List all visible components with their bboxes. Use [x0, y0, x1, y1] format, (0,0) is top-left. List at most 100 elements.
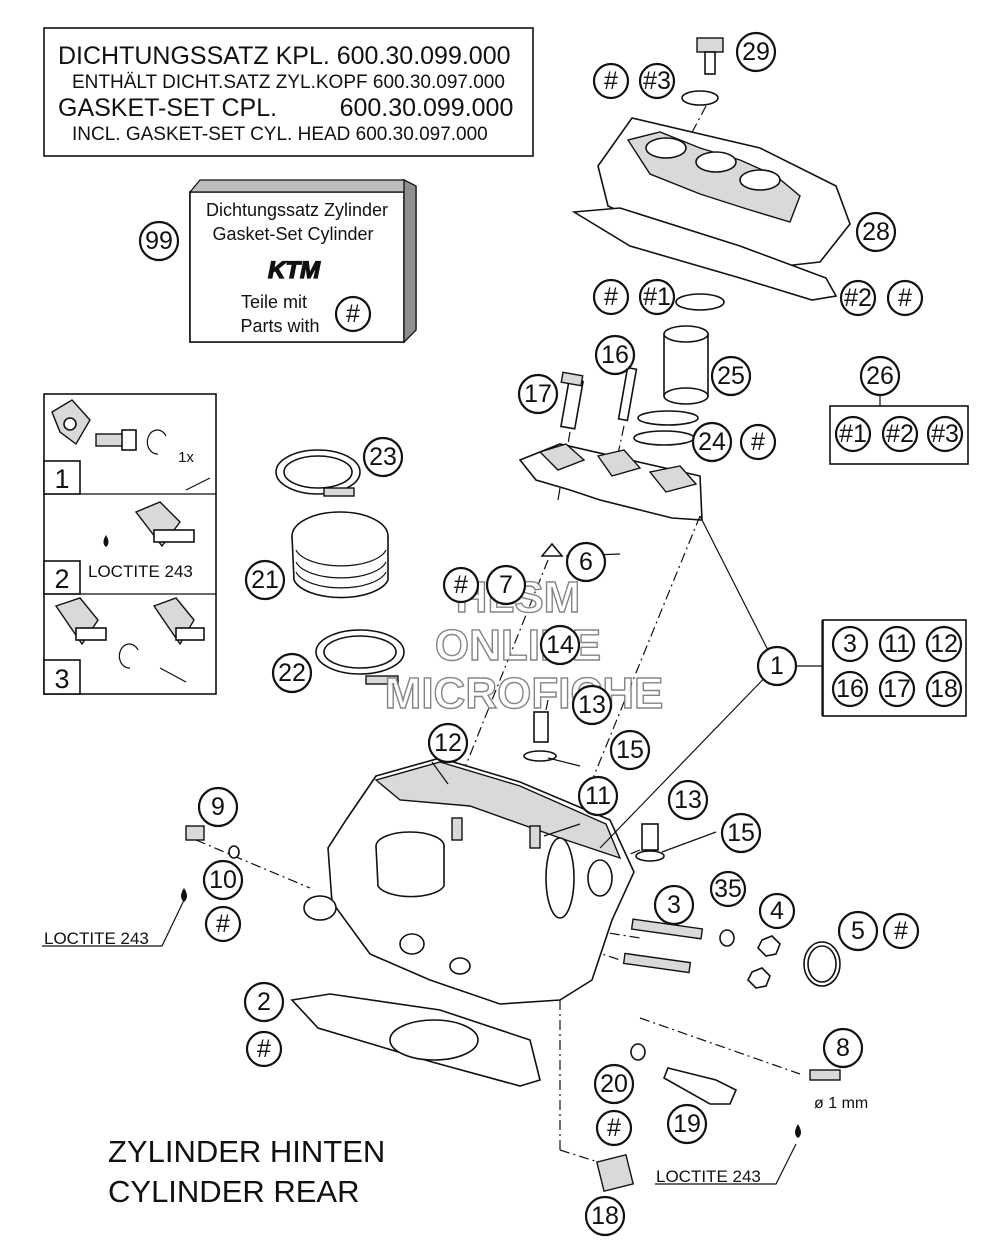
- callout-label: 9: [211, 793, 225, 821]
- step-3-arrow-icon: [159, 667, 187, 683]
- callout-20-hash: #: [595, 1109, 633, 1147]
- callout-label: 18: [591, 1202, 619, 1230]
- callout-label: 10: [209, 866, 237, 894]
- callout-28: 28: [855, 211, 897, 253]
- callout-24-hash: #: [739, 423, 777, 461]
- callout-label: 14: [546, 631, 574, 659]
- callout-label: #: [898, 284, 912, 312]
- callout-label: 25: [717, 362, 745, 390]
- step-2-droplet-icon: [103, 535, 109, 547]
- ktm-logo: KTM: [268, 257, 321, 284]
- callout-6: 6: [565, 541, 607, 583]
- callout-label: 12: [434, 729, 462, 757]
- callout-label: #: [454, 571, 468, 599]
- seal-ring-20: [630, 1043, 646, 1061]
- group-1-part-4: 17: [878, 670, 916, 708]
- washer-35: [719, 929, 735, 947]
- cover-bolt-head: [696, 37, 724, 53]
- title-german: ZYLINDER HINTEN: [108, 1134, 385, 1169]
- callout-label: #: [604, 67, 618, 95]
- callout-17: 17: [517, 373, 559, 415]
- callout-16: 16: [594, 334, 636, 376]
- callout-2-hash: #: [245, 1030, 283, 1068]
- callout-label: 8: [836, 1034, 850, 1062]
- callout-label: 5: [851, 917, 865, 945]
- callout-19: 19: [666, 1103, 708, 1145]
- small-parts: [181, 542, 841, 1193]
- step-3-nozzle-b: [175, 627, 205, 641]
- callout-label: #: [894, 917, 908, 945]
- callout-label: 13: [674, 786, 702, 814]
- callout-99: 99: [138, 220, 180, 262]
- oil-port-center: [399, 933, 425, 955]
- callout--hash-b: #: [886, 279, 924, 317]
- valve-cover-group: [518, 37, 851, 521]
- nut-4-lower: [747, 967, 771, 989]
- step-2-number: 2: [54, 564, 69, 594]
- step-3-rotate-icon: [118, 643, 139, 669]
- callout-5-hash: #: [882, 912, 920, 950]
- washer-10: [228, 845, 240, 859]
- svg-text:17: 17: [883, 675, 911, 703]
- svg-text:11: 11: [884, 630, 910, 658]
- stud-3-lower: [622, 952, 692, 974]
- svg-text:99: 99: [145, 227, 173, 255]
- svg-text:#1: #1: [839, 420, 867, 448]
- callout-15b: 15: [720, 812, 762, 854]
- callout-label: 22: [278, 659, 306, 687]
- callout-29: 29: [735, 31, 777, 73]
- svg-text:12: 12: [930, 630, 958, 658]
- callout-3: 3: [653, 884, 695, 926]
- callout-label: 23: [369, 443, 397, 471]
- step-1-arrow-icon: [185, 477, 211, 491]
- step-1-number: 1: [54, 464, 69, 494]
- callout-24: 24: [691, 421, 733, 463]
- callout-8: 8: [822, 1027, 864, 1069]
- plug-18: [595, 1153, 635, 1193]
- callout-label: 11: [585, 782, 611, 810]
- callout-label: 21: [251, 566, 279, 594]
- callout-label: #: [604, 283, 618, 311]
- step-2-note: LOCTITE 243: [88, 562, 193, 581]
- callout-label: 16: [601, 341, 629, 369]
- loctite-bottom-label: LOCTITE 243: [656, 1167, 761, 1186]
- step-1-rotate-icon: [146, 429, 167, 455]
- title-english: CYLINDER REAR: [108, 1174, 360, 1209]
- bolt-17: [560, 378, 584, 430]
- callout-23: 23: [362, 436, 404, 478]
- clamp-23-screw: [323, 487, 355, 497]
- callout-35: 35: [709, 870, 747, 908]
- group-26-part-1: #2: [881, 415, 919, 453]
- cylinder-head-window: [545, 837, 575, 919]
- callout-label: #: [607, 1114, 621, 1142]
- jet-8: [809, 1069, 841, 1081]
- gasket-line-1: DICHTUNGSSATZ KPL. 600.30.099.000: [58, 42, 511, 70]
- group-26-part-2: #3: [926, 415, 964, 453]
- oring-hash1: [675, 293, 725, 311]
- callout-label: 7: [499, 571, 513, 599]
- step-3-number: 3: [54, 664, 69, 694]
- step-1-nut: [121, 429, 137, 451]
- bolt-9: [185, 825, 205, 841]
- callout-label: #: [751, 428, 765, 456]
- callout-7: 7: [485, 564, 527, 606]
- gasket-line-3: GASKET-SET CPL. 600.30.099.000: [58, 94, 513, 122]
- svg-text:1: 1: [770, 652, 784, 680]
- svg-text:#2: #2: [886, 420, 914, 448]
- callout-label: 20: [600, 1070, 628, 1098]
- step-3-nozzle-a: [75, 627, 107, 641]
- svg-text:MICROFICHE: MICROFICHE: [385, 669, 664, 718]
- temperature-sensor-19: [662, 1067, 738, 1105]
- callout-20: 20: [593, 1063, 635, 1105]
- intake-group: [275, 449, 405, 685]
- washer-15-upper: [523, 750, 557, 762]
- leader-lines: [42, 394, 881, 1185]
- callout-5: 5: [837, 910, 879, 952]
- callout-label: 24: [698, 428, 726, 456]
- stud-12: [451, 817, 463, 841]
- spark-plug-sleeve: [663, 333, 709, 397]
- callout-14: 14: [539, 624, 581, 666]
- callout-4: 4: [758, 892, 796, 930]
- cover-bolt-shaft: [704, 51, 716, 75]
